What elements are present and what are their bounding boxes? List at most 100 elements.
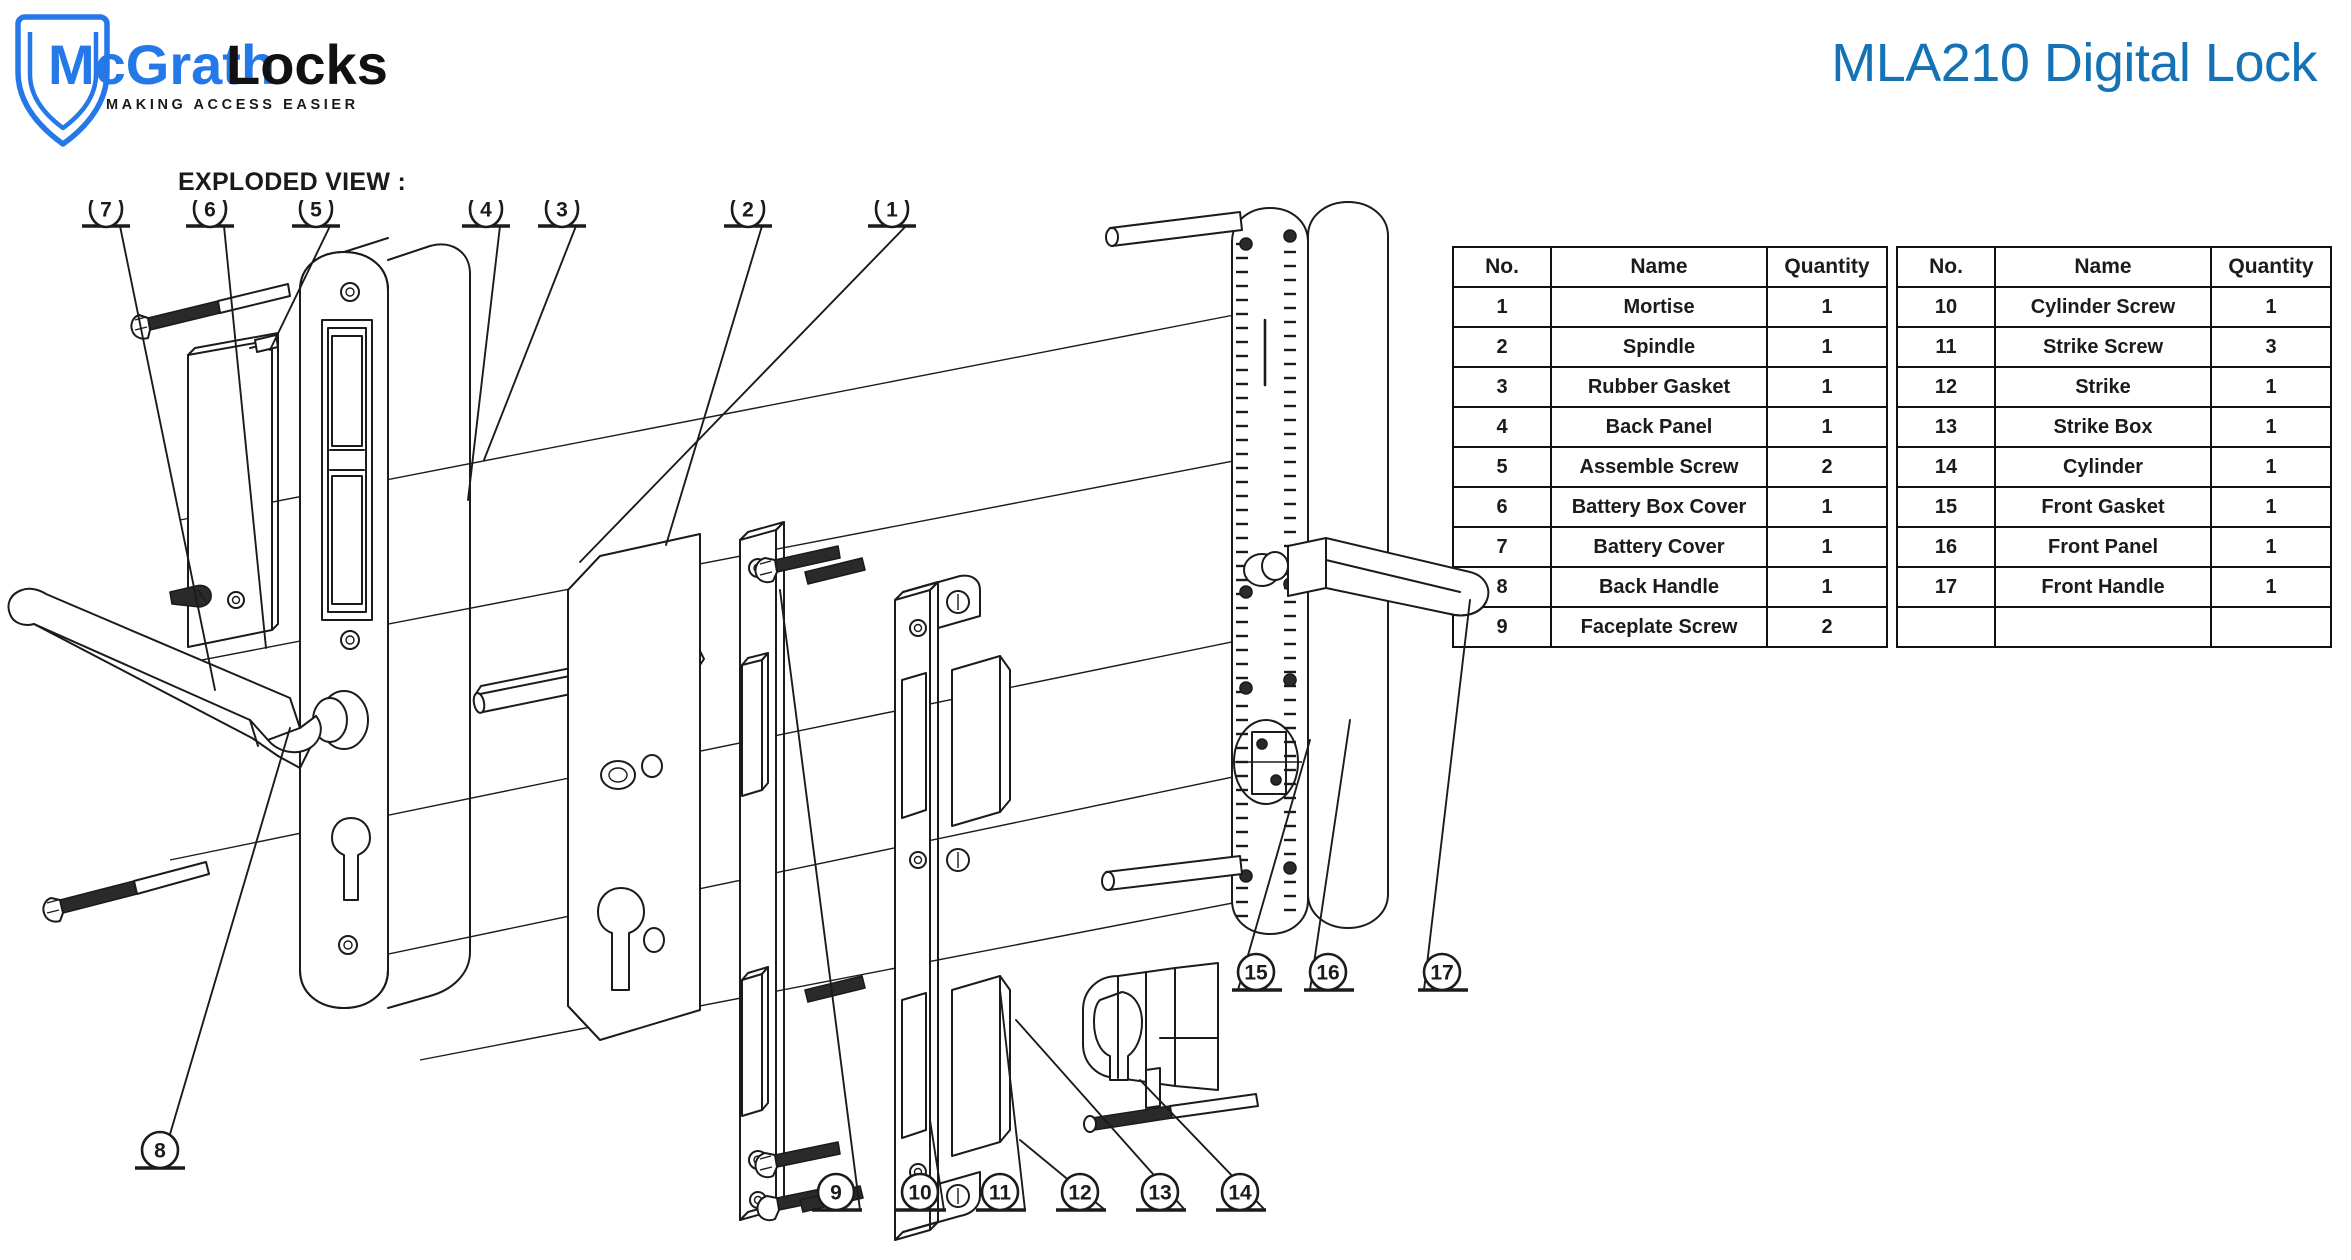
callout-label: 11: [989, 1182, 1012, 1205]
cell-no: 16: [1896, 526, 1996, 568]
cell-no: 6: [1452, 486, 1552, 528]
header-qty: Quantity: [2210, 246, 2332, 288]
callout-balloon-5[interactable]: 5: [292, 200, 340, 229]
cell-name: Faceplate Screw: [1550, 606, 1768, 648]
leader-lines: [119, 225, 1471, 1211]
callout-label: 7: [100, 200, 112, 222]
table-header-row: No. Name Quantity: [1452, 246, 1888, 288]
callout-label: 1: [886, 200, 898, 222]
panel-screw-part: [169, 584, 212, 608]
cell-no: 9: [1452, 606, 1552, 648]
cell-qty: 1: [1766, 566, 1888, 608]
cell-qty: 1: [2210, 526, 2332, 568]
cell-qty: 1: [2210, 566, 2332, 608]
cell-no: 5: [1452, 446, 1552, 488]
cell-name: Back Panel: [1550, 406, 1768, 448]
callout-balloon-16[interactable]: 16: [1304, 952, 1354, 992]
cell-name: Mortise: [1550, 286, 1768, 328]
callout-balloon-17[interactable]: 17: [1418, 952, 1468, 992]
cell-no: 15: [1896, 486, 1996, 528]
table-header-row: No. Name Quantity: [1896, 246, 2332, 288]
callout-balloon-9[interactable]: 9: [812, 1172, 862, 1212]
cell-qty: 1: [1766, 326, 1888, 368]
callout-balloon-14[interactable]: 14: [1216, 1172, 1266, 1212]
page-title: MLA210 Digital Lock: [1831, 33, 2317, 93]
logo-text-mcgrath: McGrath: [48, 33, 275, 96]
cell-name: Front Handle: [1994, 566, 2212, 608]
callout-label: 17: [1430, 962, 1453, 985]
logo-text-locks: Locks: [226, 33, 388, 96]
cell-qty: 1: [2210, 366, 2332, 408]
callout-balloon-3[interactable]: 3: [538, 200, 586, 229]
cell-name: Strike: [1994, 366, 2212, 408]
callout-balloon-2[interactable]: 2: [724, 200, 772, 229]
cell-qty: 2: [1766, 446, 1888, 488]
back-handle-part: [7, 587, 322, 769]
callout-balloon-10[interactable]: 10: [896, 1172, 946, 1212]
cell-qty: 1: [1766, 486, 1888, 528]
callout-label: 14: [1228, 1182, 1252, 1205]
cell-qty: 1: [2210, 286, 2332, 328]
cell-qty: 1: [2210, 406, 2332, 448]
callout-balloon-6[interactable]: 6: [186, 200, 234, 229]
back-panel-part: [299, 237, 471, 1009]
callout-balloon-11[interactable]: 11: [976, 1172, 1026, 1212]
cell-qty: 1: [1766, 406, 1888, 448]
callout-balloon-7[interactable]: 7: [82, 200, 130, 229]
callout-label: 16: [1316, 962, 1339, 985]
callout-label: 10: [908, 1182, 931, 1205]
front-gasket-part: [1231, 207, 1309, 935]
callout-balloon-13[interactable]: 13: [1136, 1172, 1186, 1212]
battery-cover-part: [254, 334, 279, 353]
header-no: No.: [1896, 246, 1996, 288]
cell-no: 1: [1452, 286, 1552, 328]
table-row: [1896, 606, 2332, 648]
cell-no: 7: [1452, 526, 1552, 568]
cell-qty: 1: [1766, 526, 1888, 568]
cell-no: 13: [1896, 406, 1996, 448]
callout-balloon-4[interactable]: 4: [462, 200, 510, 229]
front-handle-part: [1287, 537, 1490, 617]
logo-tagline: MAKING ACCESS EASIER: [106, 97, 359, 113]
exploded-view-label: EXPLODED VIEW :: [178, 168, 407, 196]
cell-no: 17: [1896, 566, 1996, 608]
callout-balloon-1[interactable]: 1: [868, 200, 916, 229]
callout-balloon-8[interactable]: 8: [135, 1130, 185, 1170]
cell-name: Assemble Screw: [1550, 446, 1768, 488]
cell-qty: 1: [1766, 366, 1888, 408]
callout-label: 3: [556, 200, 568, 222]
callout-label: 12: [1068, 1182, 1091, 1205]
cell-qty: [2210, 606, 2332, 648]
cell-no: 14: [1896, 446, 1996, 488]
callout-balloon-15[interactable]: 15: [1232, 952, 1282, 992]
header-qty: Quantity: [1766, 246, 1888, 288]
callout-balloon-12[interactable]: 12: [1056, 1172, 1106, 1212]
cell-name: Front Panel: [1994, 526, 2212, 568]
shield-icon: [15, 14, 110, 147]
cell-name: [1994, 606, 2212, 648]
callout-label: 13: [1148, 1182, 1171, 1205]
cell-no: 3: [1452, 366, 1552, 408]
callout-label: 8: [154, 1140, 166, 1163]
cell-name: Strike Screw: [1994, 326, 2212, 368]
back-panel-assembly: [7, 237, 471, 1009]
cell-qty: 2: [1766, 606, 1888, 648]
company-logo: McGrath Locks MAKING ACCESS EASIER: [8, 6, 438, 156]
